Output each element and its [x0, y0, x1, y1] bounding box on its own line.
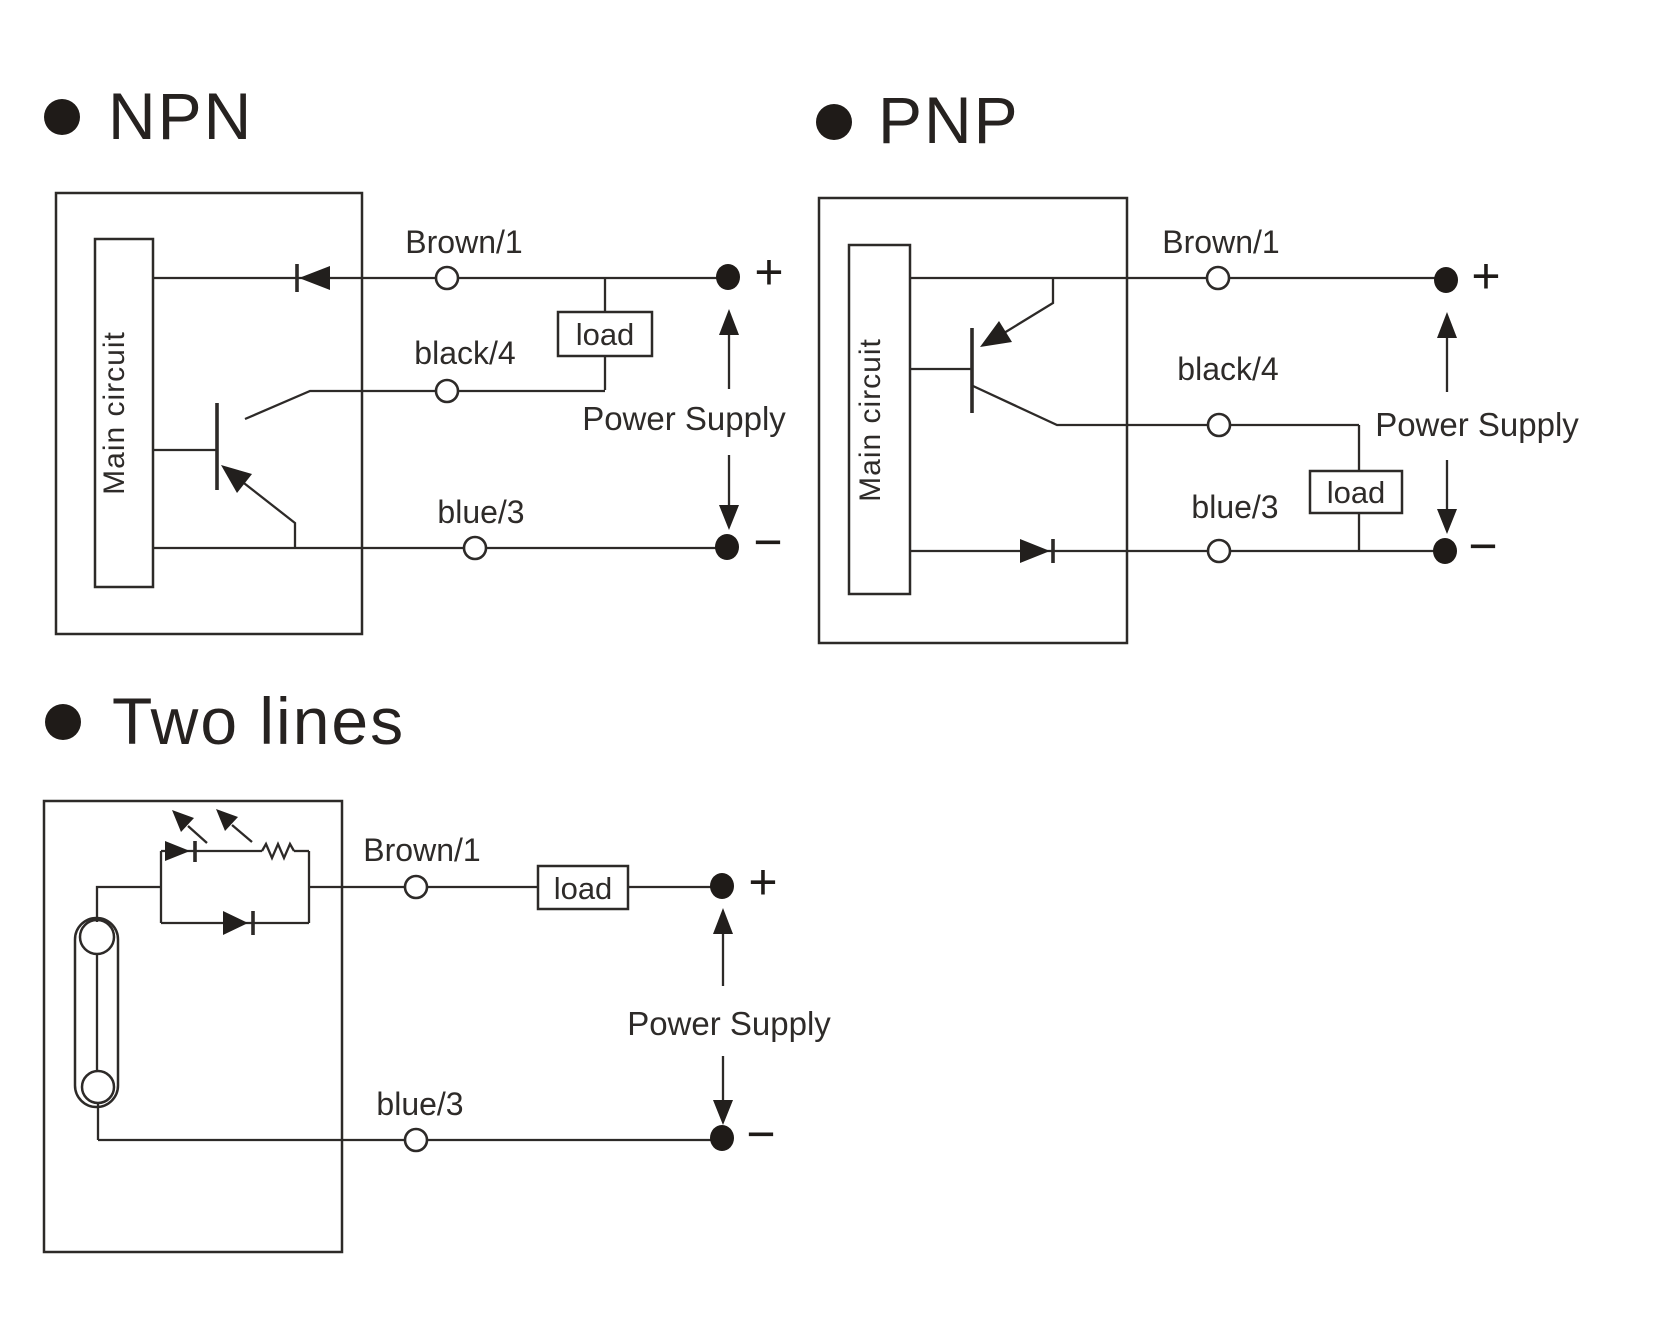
npn-black-label: black/4	[414, 335, 515, 371]
pnp-arrow-up-icon	[1437, 312, 1457, 338]
two-lines-diagram: Two lines Brown/1 load	[42, 684, 831, 1254]
pnp-minus-terminal-dot	[1433, 538, 1457, 564]
npn-transistor-arrow-icon	[221, 465, 252, 493]
pnp-diode-icon	[1020, 539, 1050, 563]
led-ray-2-icon	[216, 809, 238, 831]
two-lines-blue-label: blue/3	[376, 1086, 463, 1122]
pnp-power-supply-label: Power Supply	[1375, 406, 1579, 443]
led-ray-2-shaft	[231, 824, 253, 843]
pnp-sensor-box	[817, 196, 1129, 645]
led-ray-1-icon	[172, 810, 194, 832]
npn-brown-label: Brown/1	[405, 224, 522, 260]
npn-blue-label: blue/3	[437, 494, 524, 530]
two-lines-minus-sign: −	[746, 1106, 775, 1162]
two-lines-minus-terminal-dot	[710, 1125, 734, 1151]
npn-sensor-box	[54, 191, 364, 636]
npn-minus-terminal-dot	[715, 534, 739, 560]
pnp-main-circuit-box	[847, 243, 912, 596]
npn-bullet-icon	[44, 99, 80, 135]
two-lines-load-label: load	[554, 871, 613, 906]
npn-plus-sign: +	[754, 244, 783, 300]
oscillator-capsule	[73, 916, 120, 1109]
npn-plus-terminal-dot	[716, 264, 740, 290]
npn-black-wire	[244, 389, 605, 421]
oscillator-bottom-circle	[80, 1069, 116, 1105]
bottom-diode-icon	[223, 911, 248, 935]
led-diode-icon	[165, 841, 190, 861]
npn-arrow-down-icon	[719, 505, 739, 530]
pnp-black-connector-circle	[1206, 412, 1232, 438]
two-lines-arrow-up-icon	[713, 908, 733, 934]
pnp-black-wire	[972, 384, 1359, 427]
npn-power-supply-label: Power Supply	[582, 400, 786, 437]
pnp-transistor-arrow-icon	[980, 321, 1012, 347]
two-lines-plus-sign: +	[748, 854, 777, 910]
two-lines-brown-label: Brown/1	[363, 832, 480, 868]
pnp-brown-connector-circle	[1205, 265, 1231, 291]
resistor-icon	[261, 841, 295, 861]
npn-blue-connector-circle	[462, 535, 488, 561]
two-lines-arrow-down-icon	[713, 1100, 733, 1125]
pnp-diagram: PNP Main circuit Brown/1 black/4 load bl…	[816, 83, 1579, 645]
npn-brown-connector-circle	[434, 265, 460, 291]
npn-main-circuit-box	[93, 237, 155, 589]
pnp-main-circuit-label: Main circuit	[854, 338, 887, 502]
oscillator-feed-wire	[95, 885, 161, 922]
npn-title: NPN	[108, 79, 253, 153]
npn-main-circuit-label: Main circuit	[98, 331, 131, 495]
npn-black-connector-circle	[434, 378, 460, 404]
pnp-black-label: black/4	[1177, 351, 1278, 387]
two-lines-brown-connector-circle	[403, 874, 429, 900]
pnp-blue-connector-circle	[1206, 538, 1232, 564]
pnp-load-label: load	[1327, 475, 1386, 510]
pnp-brown-label: Brown/1	[1162, 224, 1279, 260]
led-ray-1-shaft	[187, 825, 208, 844]
pnp-minus-sign: −	[1468, 518, 1497, 574]
pnp-plus-sign: +	[1471, 248, 1500, 304]
npn-diode-icon	[299, 266, 330, 290]
pnp-arrow-down-icon	[1437, 509, 1457, 534]
pnp-transistor-collector-wire	[1003, 278, 1055, 334]
pnp-bullet-icon	[816, 104, 852, 140]
pnp-load-box	[1308, 469, 1404, 515]
pnp-blue-label: blue/3	[1191, 489, 1278, 525]
npn-transistor-emitter-wire	[239, 479, 297, 548]
oscillator-top-circle	[78, 918, 116, 956]
pnp-plus-terminal-dot	[1434, 267, 1458, 293]
two-lines-plus-terminal-dot	[710, 873, 734, 899]
two-lines-sensor-box	[42, 799, 344, 1254]
two-lines-bullet-icon	[45, 704, 81, 740]
two-lines-power-supply-label: Power Supply	[627, 1005, 831, 1042]
two-lines-title: Two lines	[112, 684, 405, 758]
npn-arrow-up-icon	[719, 309, 739, 335]
pnp-title: PNP	[878, 83, 1020, 157]
npn-minus-sign: −	[753, 514, 782, 570]
npn-load-label: load	[576, 317, 635, 352]
two-lines-blue-connector-circle	[403, 1127, 429, 1153]
npn-diagram: NPN Main circuit Brown/1 load black/4 bl…	[44, 79, 786, 636]
